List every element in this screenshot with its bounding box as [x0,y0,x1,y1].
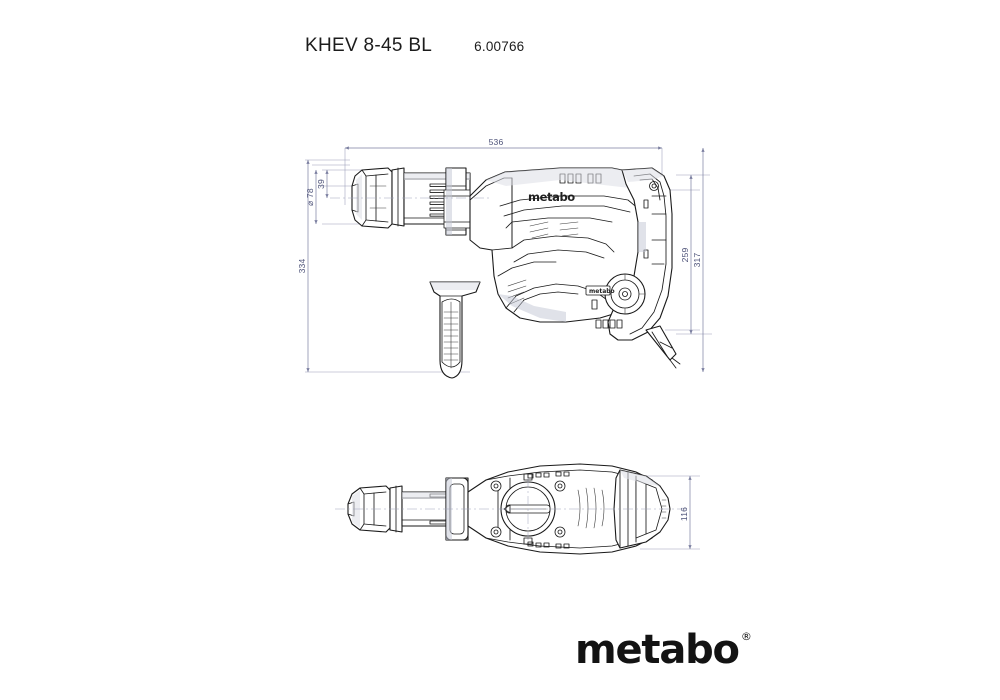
housing-fin-ribs [507,221,579,305]
dimension-label-536: 536 [489,137,504,147]
dimension-label-39: 39 [316,179,326,189]
dimension-body-height: 259 [680,174,693,335]
dimension-label-317: 317 [692,253,702,268]
dimension-chuck-diameter: ⌀ 78 [305,169,318,225]
dimension-overall-length: 536 [344,137,663,150]
metabo-logo: metabo ® [575,628,752,672]
control-label-plate: metabo [585,285,623,329]
power-cord [645,325,681,369]
dimension-label-334: 334 [297,259,307,274]
registered-trademark-symbol: ® [740,630,752,643]
dimension-label-116: 116 [679,507,689,521]
drawing-header: KHEV 8-45 BL 6.00766 [305,35,524,57]
led-indicator-bar [595,319,623,329]
dimension-chuck-offset: 39 [316,169,329,199]
dimension-handle-height: 317 [692,147,705,373]
dimension-label-diameter78: ⌀ 78 [305,188,315,206]
mode-selector-dial [604,273,646,315]
top-fixing-screws [490,473,566,545]
page-title: KHEV 8-45 BL [305,35,433,56]
collar-clamp [443,167,471,236]
dimension-label-259: 259 [680,248,690,263]
auxiliary-side-handle [429,281,481,379]
handle-grip-ribs [443,301,459,369]
side-elevation-view: metabo [297,137,712,379]
sds-chuck [351,167,405,229]
dimension-overall-height: 334 [297,159,310,373]
article-number: 6.00766 [474,39,525,54]
top-fin-ribs [577,487,605,529]
svg-text:metabo: metabo [589,288,615,295]
dimension-overall-width: 116 [679,475,692,550]
metabo-wordmark: metabo [575,627,740,673]
top-plan-view: 116 [335,463,700,555]
